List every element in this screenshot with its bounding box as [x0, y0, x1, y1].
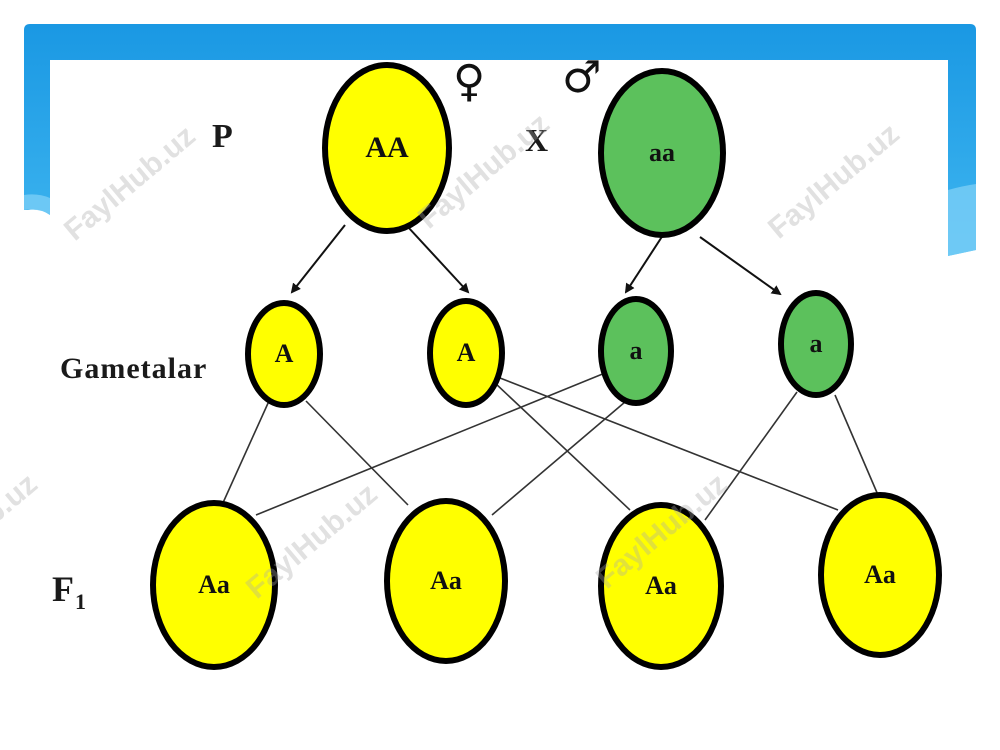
parents-label: P — [212, 118, 234, 155]
banner-accent-right — [948, 184, 976, 256]
gamete-circle: A — [245, 300, 323, 408]
cross-line — [221, 400, 270, 506]
gamete-circle: a — [778, 290, 854, 398]
offspring-circle: Aa — [598, 502, 724, 670]
f1-label: F1 — [52, 568, 87, 615]
parent-female-circle: AA — [322, 62, 452, 234]
offspring-genotype: Aa — [430, 566, 462, 595]
offspring-circle: Aa — [150, 500, 278, 670]
cross-line — [834, 394, 879, 496]
arrow-parent1-gamete1 — [290, 224, 346, 294]
female-symbol-icon: ♀ — [453, 56, 486, 107]
parent-genotype: aa — [649, 138, 675, 167]
cross-line — [491, 401, 626, 516]
gamete-allele: a — [809, 329, 823, 358]
cross-line — [494, 382, 631, 511]
offspring-genotype: Aa — [864, 560, 896, 589]
arrow-parent2-gamete4 — [699, 236, 782, 296]
banner-accent-left — [24, 194, 50, 215]
banner-frame — [24, 24, 976, 256]
arrow-parent2-gamete3 — [624, 231, 666, 294]
cross-symbol: X — [525, 122, 550, 158]
arrow-parent1-gamete2 — [407, 226, 470, 294]
gamete-allele: A — [274, 339, 294, 368]
cross-line — [255, 372, 606, 516]
offspring-genotype: Aa — [645, 571, 677, 600]
gamete-allele: a — [629, 336, 643, 365]
gamete-circle: a — [598, 296, 674, 406]
offspring-genotype: Aa — [198, 570, 230, 599]
offspring-circle: Aa — [818, 492, 942, 658]
cross-line — [499, 377, 839, 511]
offspring-circle: Aa — [384, 498, 508, 664]
parent-male-circle: aa — [598, 68, 726, 238]
male-symbol-icon: ♂ — [562, 52, 602, 103]
f1-label-main: F — [52, 569, 75, 609]
gametes-label: Gametalar — [60, 352, 208, 385]
cross-line — [305, 400, 409, 506]
f1-label-subscript: 1 — [75, 589, 87, 615]
parent-genotype: AA — [365, 131, 409, 164]
cross-line — [704, 391, 798, 521]
gamete-allele: A — [456, 338, 476, 367]
gamete-circle: A — [427, 298, 505, 408]
